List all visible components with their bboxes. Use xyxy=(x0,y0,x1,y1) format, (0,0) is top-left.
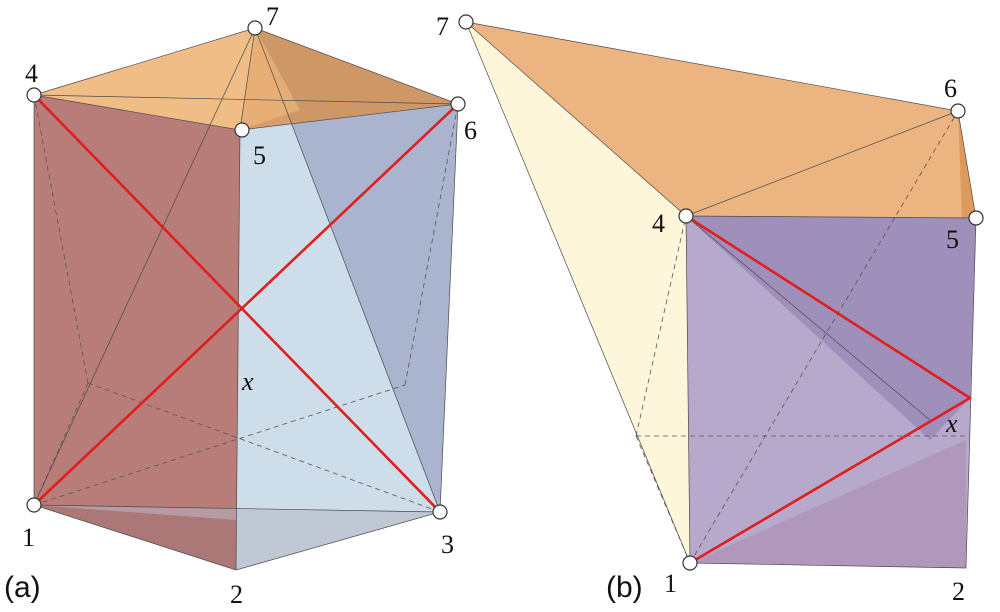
hidden-a-4 xyxy=(33,384,406,506)
caption-b: (b) xyxy=(606,571,643,604)
face-a-top-left xyxy=(34,28,255,130)
vertex-a-6 xyxy=(450,96,466,112)
vertex-b-7 xyxy=(458,14,474,30)
label-a-2: 2 xyxy=(230,580,243,609)
edge-b-outline xyxy=(465,21,977,569)
red-diagonal-a-1-6 xyxy=(32,102,460,507)
hidden-a-1 xyxy=(33,94,89,384)
label-a-x: x xyxy=(241,367,254,396)
face-a-left xyxy=(34,95,240,570)
label-b-2: 2 xyxy=(952,577,965,606)
face-b-top xyxy=(466,22,976,218)
red-line-b-4-x xyxy=(684,214,972,400)
label-a-4: 4 xyxy=(25,59,38,88)
panel-b: 1 2 4 5 6 7 x (b) xyxy=(436,12,984,606)
label-b-4: 4 xyxy=(652,209,665,238)
label-a-1: 1 xyxy=(22,523,35,552)
face-b-lower xyxy=(690,440,966,568)
edge-a-4-5 xyxy=(33,94,241,131)
vertex-b-6 xyxy=(950,103,966,119)
hidden-a-3 xyxy=(33,382,89,506)
label-a-6: 6 xyxy=(464,116,477,145)
label-b-7: 7 xyxy=(436,12,449,41)
edge-a-4-6 xyxy=(33,94,459,105)
hidden-a-5 xyxy=(404,103,459,386)
vertex-a-1 xyxy=(26,497,42,513)
edge-b-4-6 xyxy=(685,110,959,217)
face-a-top-tri xyxy=(240,28,300,130)
label-a-5: 5 xyxy=(253,141,266,170)
label-a-3: 3 xyxy=(441,530,454,559)
label-b-5: 5 xyxy=(946,225,959,254)
edge-a-5-6 xyxy=(239,103,459,131)
vertex-b-4 xyxy=(678,208,694,224)
edge-a-7-1 xyxy=(33,27,256,506)
edge-a-7-3 xyxy=(254,27,441,513)
vertex-b-1 xyxy=(682,555,698,571)
red-diagonal-a-4-3 xyxy=(32,93,442,514)
vertex-a-7 xyxy=(247,20,263,36)
edge-a-1-3 xyxy=(33,504,441,513)
hidden-b-4 xyxy=(689,110,959,564)
edge-b-wedge-1 xyxy=(685,215,931,421)
label-a-7: 7 xyxy=(266,2,279,31)
vertex-a-3 xyxy=(432,504,448,520)
hidden-b-2 xyxy=(635,215,687,437)
label-b-1: 1 xyxy=(664,569,677,598)
vertex-a-5 xyxy=(234,122,250,138)
caption-a: (a) xyxy=(4,571,41,604)
face-a-right xyxy=(255,28,458,512)
edge-a-7-5 xyxy=(239,27,256,131)
edge-a-5-2 xyxy=(235,129,241,571)
vertex-b-5 xyxy=(968,210,984,226)
label-b-6: 6 xyxy=(944,74,957,103)
edge-b-4-1 xyxy=(685,215,691,564)
panel-a: 1 2 3 4 5 6 7 x (a) xyxy=(4,2,477,609)
vertex-a-4 xyxy=(26,87,42,103)
face-b-wedge xyxy=(686,216,976,440)
edge-b-7-4 xyxy=(465,21,687,217)
edge-b-4-5 xyxy=(685,215,977,219)
label-b-x: x xyxy=(945,409,958,438)
red-line-b-1-x xyxy=(688,396,972,565)
